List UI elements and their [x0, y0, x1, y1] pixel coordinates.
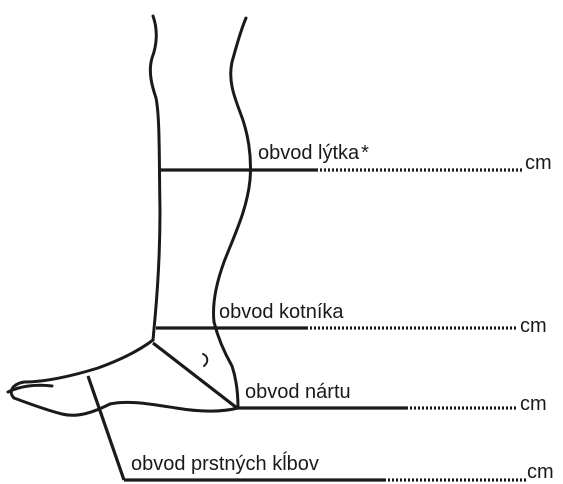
ankle-unit: cm	[520, 315, 547, 337]
ankle-front-contour	[214, 322, 238, 408]
leg-back-contour	[150, 16, 160, 340]
heel-contour	[110, 402, 238, 411]
asterisk-marker: *	[361, 142, 369, 164]
instep-unit: cm	[520, 393, 547, 415]
toe-joint-unit: cm	[527, 461, 554, 483]
instep-label: obvod nártu	[245, 381, 351, 403]
measurement-labels: obvod lýtka* cm obvod kotníka cm obvod n…	[131, 142, 554, 483]
toe-joint-diagonal-line	[88, 376, 124, 480]
ankle-label: obvod kotníka	[219, 301, 344, 323]
calf-label: obvod lýtka*	[258, 142, 369, 164]
leg-outline	[8, 16, 251, 415]
ankle-bone-mark	[203, 354, 207, 366]
calf-unit: cm	[525, 152, 552, 174]
toe-joint-label: obvod prstných kĺbov	[131, 451, 319, 475]
foot-top-contour	[11, 340, 153, 398]
